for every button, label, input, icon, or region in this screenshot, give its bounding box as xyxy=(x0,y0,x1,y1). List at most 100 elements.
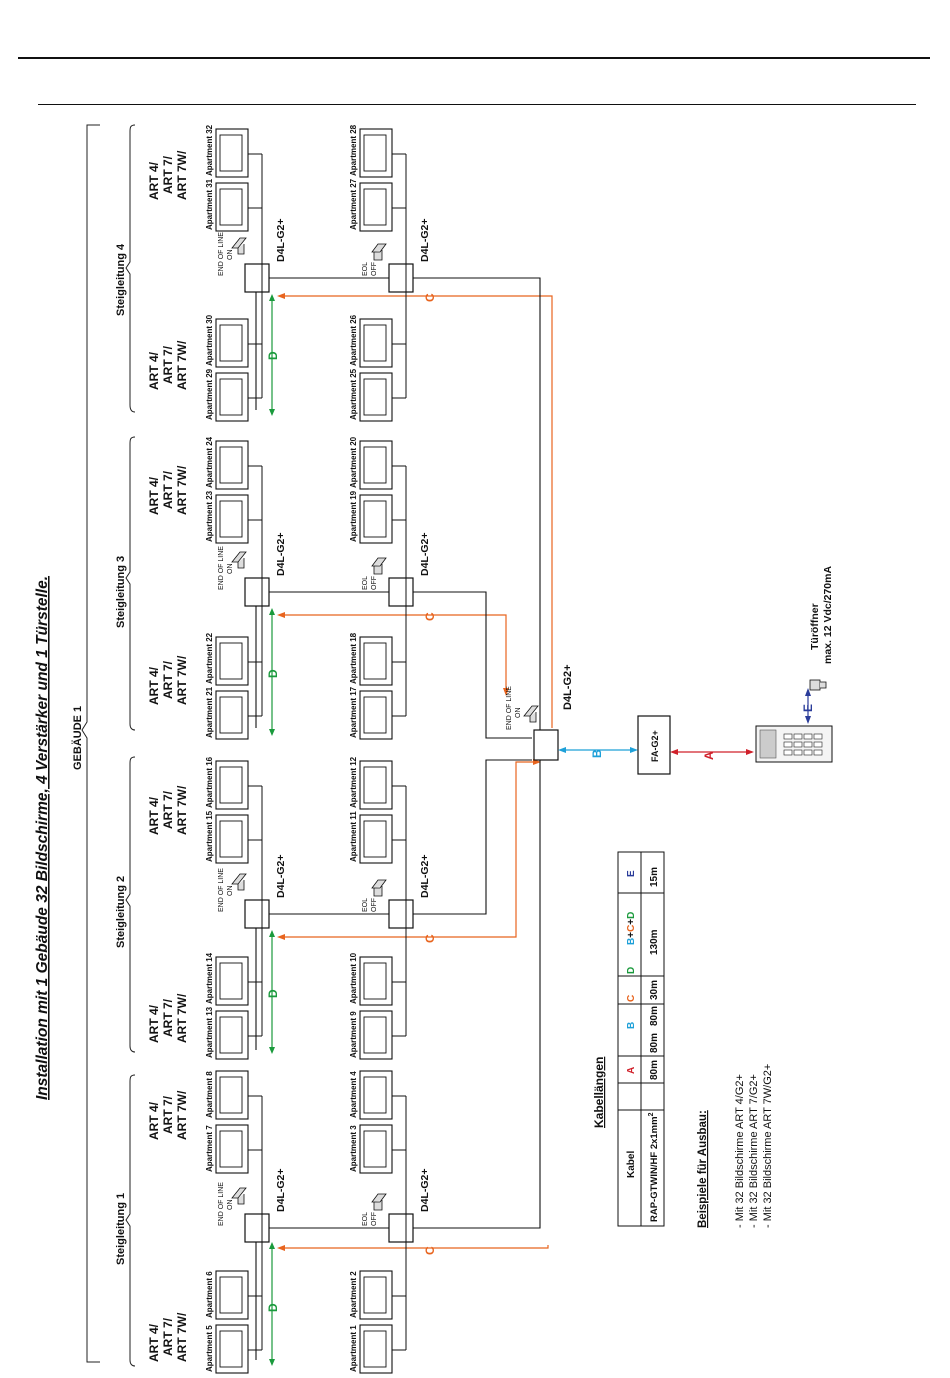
monitor-icon xyxy=(215,182,249,232)
building-bracket xyxy=(81,124,100,1363)
examples-heading: Beispiele für Ausbau: xyxy=(697,1110,709,1228)
table-value-b: 80m xyxy=(649,1033,660,1053)
trunk-lines xyxy=(255,277,541,1360)
monitor-icon xyxy=(215,1010,249,1060)
apartment-label: Apartment 22 xyxy=(205,632,214,684)
cable-table: Kabellängen Kabel A B C D B+C+D E RAP-GT… xyxy=(592,851,665,1227)
apartment-label: Apartment 23 xyxy=(205,490,214,542)
apartment-label: Apartment 21 xyxy=(205,686,214,738)
apartment-label: Apartment 18 xyxy=(349,632,358,684)
svg-text:END OF LINE: END OF LINE xyxy=(218,232,225,276)
apartment-label: Apartment 29 xyxy=(205,368,214,420)
monitor-icon xyxy=(215,494,249,544)
cable-c-label: C xyxy=(423,1246,437,1255)
door-opener-title: Türöffner xyxy=(809,603,821,650)
monitor-type-line: ART 7/ xyxy=(161,470,175,509)
riser-label-1: Steigleitung 1 xyxy=(115,1193,127,1265)
example-item: - Mit 32 Bildschirme ART 7/G2+ xyxy=(748,1074,760,1228)
cable-a: A xyxy=(670,749,754,760)
distributor-box xyxy=(388,1213,414,1243)
apartment-label: Apartment 2 xyxy=(349,1271,358,1318)
monitor-type-line: ART 4/ xyxy=(147,796,161,835)
monitor-icon xyxy=(359,1270,393,1320)
monitor-type-line: ART 7/ xyxy=(161,998,175,1037)
monitor-icon xyxy=(215,1124,249,1174)
door-opener-spec: max. 12 Vdc/270mA xyxy=(822,566,834,664)
apartment-label: Apartment 4 xyxy=(349,1071,358,1118)
monitor-type-line: ART 7W/ xyxy=(175,655,189,705)
monitor-icon xyxy=(215,1070,249,1120)
apartment-label: Apartment 27 xyxy=(349,178,358,230)
cable-c-label: C xyxy=(423,293,437,302)
apartment-label: Apartment 32 xyxy=(205,124,214,176)
monitor-type-line: ART 4/ xyxy=(147,161,161,200)
table-value-a: 80m xyxy=(649,1060,660,1080)
apartment-label: Apartment 17 xyxy=(349,686,358,738)
svg-text:ON: ON xyxy=(227,1200,234,1211)
table-row-label: RAP-GTWIN/HF 2x1mm2 xyxy=(648,1112,660,1222)
table-header-kabel: Kabel xyxy=(626,1151,637,1178)
apartment-label: Apartment 26 xyxy=(349,314,358,366)
table-header-a: A xyxy=(626,1067,637,1074)
monitor-icon xyxy=(359,128,393,178)
svg-text:ON: ON xyxy=(227,564,234,575)
monitor-icon xyxy=(359,814,393,864)
monitor-type-line: ART 7/ xyxy=(161,155,175,194)
svg-text:END OF LINE: END OF LINE xyxy=(506,686,513,730)
monitor-type-line: ART 7W/ xyxy=(175,465,189,515)
cable-d-label: D xyxy=(266,1303,280,1312)
monitor-type-line: ART 7W/ xyxy=(175,340,189,390)
apartment-label: Apartment 31 xyxy=(205,178,214,230)
distributor-box xyxy=(388,263,414,293)
door-opener-icon xyxy=(809,679,827,691)
riser-label-2: Steigleitung 2 xyxy=(115,876,127,948)
monitor-type-line: ART 7/ xyxy=(161,660,175,699)
example-item: - Mit 32 Bildschirme ART 7W/G2+ xyxy=(762,1064,774,1228)
svg-text:ON: ON xyxy=(227,250,234,261)
apartment-label: Apartment 12 xyxy=(349,756,358,808)
cable-d-label: D xyxy=(266,351,280,360)
switch-icon xyxy=(231,237,247,255)
monitor-type-line: ART 4/ xyxy=(147,1004,161,1043)
apartment-label: Apartment 11 xyxy=(349,811,358,862)
monitor-icon xyxy=(215,956,249,1006)
distributor-label: D4L-G2+ xyxy=(419,1169,431,1212)
monitor-icon xyxy=(215,440,249,490)
monitor-type-line: ART 4/ xyxy=(147,476,161,515)
apartment-label: Apartment 14 xyxy=(205,952,214,1004)
table-header-bcd: B+C+D xyxy=(626,912,637,945)
svg-text:OFF: OFF xyxy=(371,898,378,912)
svg-text:EOL: EOL xyxy=(362,1212,369,1226)
monitor-type-line: ART 4/ xyxy=(147,1323,161,1362)
svg-text:ON: ON xyxy=(227,886,234,897)
table-value-bcd: 130m xyxy=(649,929,660,955)
apartment-label: Apartment 20 xyxy=(349,436,358,488)
apartment-label: Apartment 24 xyxy=(205,436,214,488)
svg-text:EOL: EOL xyxy=(362,262,369,276)
monitor-icon xyxy=(215,690,249,740)
cable-c-label: C xyxy=(423,612,437,621)
cable-c-arrows xyxy=(277,293,541,1251)
monitor-icon xyxy=(359,318,393,368)
monitor-icon xyxy=(215,814,249,864)
cable-a-label: A xyxy=(702,751,716,760)
apartment-label: Apartment 16 xyxy=(205,756,214,808)
distributor-labels: D4L-G2+ D4L-G2+ D4L-G2+ D4L-G2+ D4L-G2+ … xyxy=(275,219,574,1212)
apartment-label: Apartment 25 xyxy=(349,368,358,420)
riser-brackets xyxy=(125,124,136,1367)
monitors xyxy=(215,128,407,1374)
cable-c-lines xyxy=(283,295,553,1249)
distributor-label: D4L-G2+ xyxy=(275,533,287,576)
examples: Beispiele für Ausbau: - Mit 32 Bildschir… xyxy=(697,1064,774,1228)
riser-label-4: Steigleitung 4 xyxy=(115,243,127,316)
apartment-label: Apartment 9 xyxy=(349,1011,358,1058)
door-panel xyxy=(755,725,833,763)
apartment-label: Apartment 7 xyxy=(205,1125,214,1172)
monitor-type-line: ART 7W/ xyxy=(175,785,189,835)
apartment-label: Apartment 8 xyxy=(205,1071,214,1118)
distributor-label: D4L-G2+ xyxy=(419,533,431,576)
cable-e: E xyxy=(801,688,815,724)
distributor-box xyxy=(244,899,270,929)
apartment-label: Apartment 15 xyxy=(205,810,214,862)
